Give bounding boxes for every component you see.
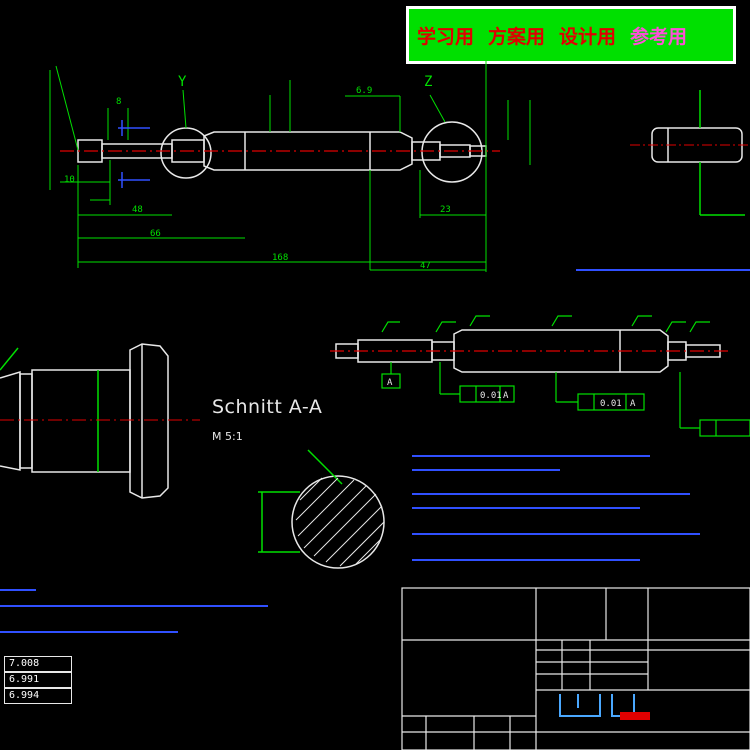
surface-finish-symbols [381,315,750,437]
dim-10: 10 [64,175,75,185]
dim-66: 66 [150,229,161,239]
title-block [401,587,750,750]
tolerance-ref-2: A [630,399,636,409]
dim-8: 8 [116,97,121,107]
fit-table-row: 6.991 [4,672,72,688]
blue-surface-marks [118,120,150,188]
tolerance-texts: A 0.01 A 0.01 A [387,378,636,409]
notes-block [0,269,750,633]
tolerance-runout-1: 0.01 [480,391,502,401]
main-shaft [77,121,487,183]
title-block-stamp [620,712,650,720]
usage-banner: 学习用 方案用 设计用 参考用 [406,6,736,64]
section-hatch [295,477,385,567]
banner-label-reference: 参考用 [630,25,688,48]
dim-6-9: 6.9 [356,86,372,96]
banner-label-plan: 方案用 [488,25,546,48]
fit-table-row: 6.994 [4,688,72,704]
section-title: Schnitt A-A [212,396,323,418]
detail-part-right [651,90,745,216]
dim-23: 23 [440,205,451,215]
dim-detail-y: Y [178,74,187,90]
dimension-texts: 10 48 66 168 47 23 6.9 8 Y Z [64,74,451,271]
main-shaft-dimensions [49,60,531,272]
tolerance-runout-2: 0.01 [600,399,622,409]
dim-47: 47 [420,261,431,271]
tolerance-ref-1: A [503,391,509,401]
datum-a-label: A [387,378,393,388]
left-part-enlarged [0,343,169,499]
dim-detail-z: Z [424,74,432,90]
section-scale: M 5:1 [212,430,243,443]
dim-168: 168 [272,253,288,263]
dim-48: 48 [132,205,143,215]
banner-label-design: 设计用 [559,25,617,48]
section-view [258,449,385,569]
fit-table-row: 7.008 [4,656,72,672]
banner-label-study: 学习用 [417,25,475,48]
